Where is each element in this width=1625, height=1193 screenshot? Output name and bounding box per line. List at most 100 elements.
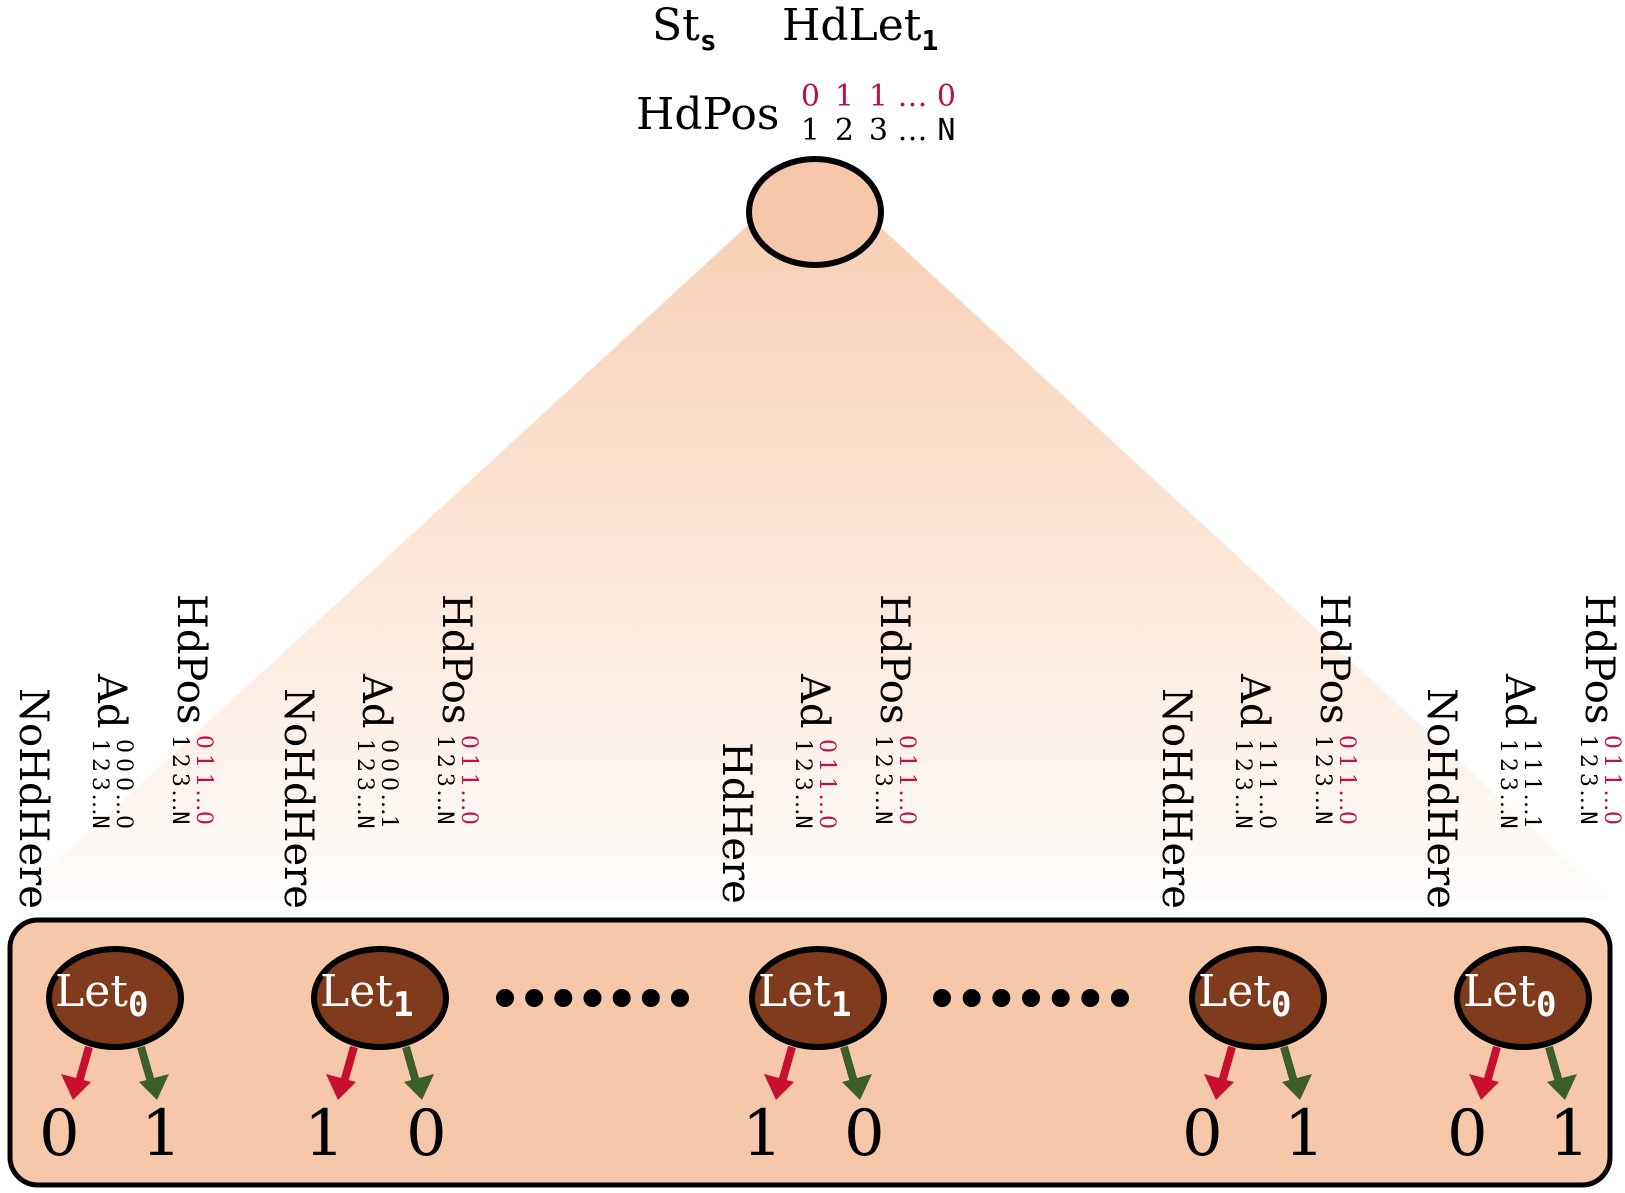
ellipsis-dot: [554, 989, 573, 1007]
hdpos-value: 0: [894, 734, 919, 749]
ad-index: 2: [1495, 758, 1520, 772]
hdlet-text: HdLet: [782, 0, 922, 51]
ad-index: 2: [790, 758, 815, 772]
ad-index: …: [1495, 793, 1520, 816]
hdpos-value: …: [456, 789, 481, 812]
hdpos-index: N: [1310, 811, 1335, 825]
ad-label: Ad: [1231, 674, 1277, 729]
hdpos-index: 3: [167, 772, 192, 787]
hdpos-value: 0: [1599, 810, 1624, 825]
left-output-bit: 0: [1182, 1097, 1223, 1171]
hdpos-index: …: [432, 789, 457, 812]
ad-value: 0: [814, 739, 839, 753]
hdpos-index: 2: [432, 753, 457, 768]
hdpos-value: 0: [456, 810, 481, 825]
hdpos-value: 0: [456, 734, 481, 749]
ad-value: …: [1254, 793, 1279, 816]
hdpos-value: 1: [868, 79, 888, 114]
right-arrowhead: [404, 1074, 434, 1100]
ad-value: 1: [814, 758, 839, 772]
ellipsis-dot: [992, 989, 1011, 1007]
hdpos-value: 0: [936, 79, 956, 114]
hdlet-subscript: 1: [921, 24, 939, 57]
right-output-bit: 1: [1549, 1097, 1590, 1171]
let-subscript: 1: [392, 985, 414, 1025]
ellipsis-dot: [671, 989, 689, 1007]
left-output-bit: 0: [39, 1097, 80, 1171]
ellipsis-dot: [496, 989, 514, 1007]
hdpos-index: 2: [167, 753, 192, 768]
state-hdpos-vector: 0 1 1 … 0 1 2 3 … N: [793, 80, 963, 148]
hdpos-index: 2: [1310, 753, 1335, 768]
let-text: Let: [55, 966, 128, 1017]
right-transition-arrow: [840, 1045, 858, 1084]
state-node: [746, 156, 884, 268]
hdpos-value: 1: [894, 772, 919, 787]
ellipsis-dot: [583, 989, 602, 1007]
ad-index: 3: [352, 777, 377, 791]
hdpos-index: N: [167, 811, 192, 825]
right-arrowhead: [1547, 1074, 1577, 1100]
left-output-bit: 1: [304, 1097, 345, 1171]
letter-label: Let0: [1198, 970, 1291, 1023]
left-transition-arrow: [340, 1045, 358, 1084]
right-transition-arrow: [137, 1045, 155, 1084]
ellipsis-dot: [1081, 989, 1100, 1007]
ad-index: 3: [87, 777, 112, 791]
ad-value: 1: [376, 815, 401, 829]
state-hdlet-label: HdLet1: [782, 4, 938, 55]
head-here-label: HdHere: [713, 742, 759, 904]
hdpos-value: 1: [456, 753, 481, 768]
left-output-bit: 0: [1447, 1097, 1488, 1171]
ellipsis-dot: [1051, 989, 1070, 1007]
hdpos-value: 0: [191, 734, 216, 749]
ad-index: 1: [1230, 739, 1255, 753]
hdpos-index: 1: [167, 734, 192, 749]
ellipsis-dot: [612, 989, 631, 1007]
hdpos-index: 1: [800, 113, 820, 148]
ad-index: N: [87, 815, 112, 829]
state-hdpos-values: 0 1 1 … 0: [793, 80, 963, 114]
hdpos-index: N: [870, 811, 895, 825]
ad-index: …: [1230, 793, 1255, 816]
head-here-label: NoHdHere: [10, 688, 56, 909]
left-output-bit: 1: [742, 1097, 783, 1171]
ellipsis-dot: [525, 989, 544, 1007]
ad-index: …: [87, 793, 112, 816]
hdpos-value: 1: [1599, 772, 1624, 787]
hdpos-label: HdPos: [433, 594, 479, 725]
st-text: St: [652, 0, 700, 51]
left-transition-arrow: [1218, 1045, 1236, 1084]
hdpos-label: HdPos: [168, 594, 214, 725]
hdpos-value: 1: [191, 772, 216, 787]
ad-index: …: [352, 793, 377, 816]
ellipsis-dot: [1022, 989, 1040, 1007]
hdpos-index: 1: [432, 734, 457, 749]
hdpos-index: 3: [868, 113, 888, 148]
ad-value: 0: [111, 815, 136, 829]
hdpos-value: …: [1334, 789, 1359, 812]
ad-index: …: [790, 793, 815, 816]
ad-value: …: [1519, 793, 1544, 816]
head-here-label: NoHdHere: [1418, 688, 1464, 909]
state-hdpos: HdPos 0 1 1 … 0 1 2 3 … N: [636, 80, 963, 148]
